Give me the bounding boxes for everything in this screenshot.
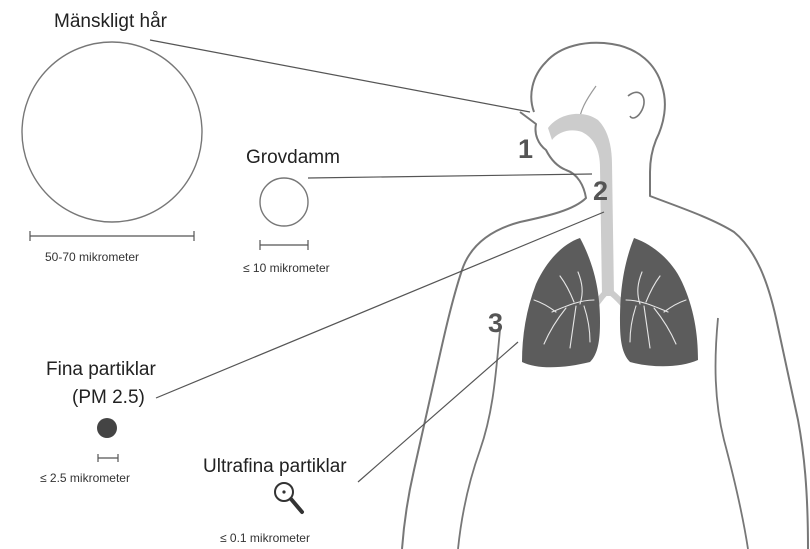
hair-label: Mänskligt hår (54, 12, 167, 31)
arm-contour-right (716, 318, 748, 549)
stage-number-2: 2 (593, 178, 608, 205)
fine-size-label: ≤ 2.5 mikrometer (40, 472, 130, 484)
magnifier-icon (275, 483, 302, 512)
stage-number-1: 1 (518, 136, 533, 163)
fine-label-line1: Fina partiklar (46, 360, 156, 379)
fine-label-line2: (PM 2.5) (72, 388, 145, 407)
ultrafine-size-label: ≤ 0.1 mikrometer (220, 532, 310, 544)
coarse-label: Grovdamm (246, 148, 340, 167)
hair-scale-bar (30, 231, 194, 241)
right-lung (620, 238, 698, 366)
hair-size-label: 50-70 mikrometer (45, 251, 139, 263)
stage-number-3: 3 (488, 310, 503, 337)
hair-leader-line (150, 40, 530, 112)
coarse-circle (260, 178, 308, 226)
fine-scale-bar (98, 454, 118, 462)
coarse-leader-line (308, 174, 592, 178)
fine-particle-dot (97, 418, 117, 438)
ear-outline (628, 92, 644, 118)
coarse-size-label: ≤ 10 mikrometer (243, 262, 330, 274)
ultrafine-label: Ultrafina partiklar (203, 457, 347, 476)
left-lung (522, 238, 600, 367)
hair-circle (22, 42, 202, 222)
coarse-scale-bar (260, 240, 308, 250)
